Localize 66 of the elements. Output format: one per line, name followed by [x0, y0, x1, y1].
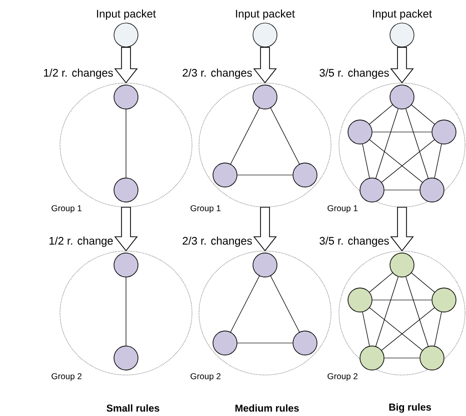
edge-label: 1/2 r. changes	[42, 68, 114, 80]
link-line	[237, 342, 293, 344]
edge-label: 3/5 r. changes	[318, 236, 390, 248]
edge-label: 3/5 r. changes	[318, 68, 390, 80]
link-line	[237, 174, 293, 176]
link-line	[434, 312, 442, 346]
group-label: Group 2	[190, 373, 220, 381]
link-line	[230, 276, 260, 332]
node-circle	[390, 252, 414, 278]
link-line	[362, 144, 370, 178]
node-circle	[360, 178, 384, 202]
node-circle	[212, 162, 238, 188]
hollow-arrow	[253, 46, 277, 84]
hollow-arrow	[253, 206, 277, 252]
link-line	[411, 104, 435, 124]
node-circle	[212, 330, 238, 356]
group-label: Group 1	[190, 205, 220, 213]
link-line	[362, 312, 370, 346]
node-circle	[432, 120, 456, 144]
group-label: Group 2	[52, 373, 82, 381]
link-line	[381, 307, 435, 351]
node-circle	[292, 330, 318, 356]
node-circle	[432, 288, 456, 312]
group-label: Group 1	[52, 205, 82, 213]
node-circle	[114, 84, 138, 110]
node-circle	[420, 178, 444, 202]
edge-label: 2/3 r. changes	[181, 68, 254, 80]
link-line	[406, 108, 428, 179]
hollow-arrow	[390, 206, 414, 252]
node-circle	[252, 252, 278, 278]
hollow-arrow	[114, 46, 138, 84]
node-circle	[114, 178, 138, 202]
link-line	[230, 108, 260, 164]
edge-label: 1/2 r. change	[48, 236, 114, 248]
link-line	[270, 276, 300, 332]
node-circle	[348, 120, 372, 144]
link-line	[376, 276, 398, 347]
node-circle	[114, 252, 138, 278]
link-line	[406, 276, 428, 347]
column-caption: Medium rules	[235, 404, 299, 412]
link-line	[381, 139, 435, 183]
link-line	[369, 104, 393, 124]
link-line	[369, 307, 423, 351]
link-line	[434, 144, 442, 178]
node-circle	[420, 346, 444, 370]
link-line	[411, 272, 435, 292]
node-circle	[292, 162, 318, 188]
node-circle	[348, 288, 372, 312]
link-line	[270, 108, 300, 164]
hollow-arrow	[114, 206, 138, 252]
input-label: Input packet	[97, 10, 156, 20]
edge-label: 2/3 r. changes	[181, 236, 254, 248]
link-line	[369, 272, 393, 292]
group-label: Group 1	[328, 205, 358, 213]
input-label: Input packet	[373, 10, 432, 20]
column-caption: Big rules	[389, 403, 431, 413]
link-line	[369, 139, 423, 183]
link-line	[376, 108, 398, 179]
column-caption: Small rules	[106, 404, 160, 412]
group-label: Group 2	[328, 373, 358, 381]
node-circle	[360, 346, 384, 370]
node-circle	[252, 84, 278, 110]
node-circle	[390, 84, 414, 110]
hollow-arrow	[390, 46, 414, 84]
node-circle	[114, 346, 138, 370]
input-label: Input packet	[236, 10, 295, 20]
